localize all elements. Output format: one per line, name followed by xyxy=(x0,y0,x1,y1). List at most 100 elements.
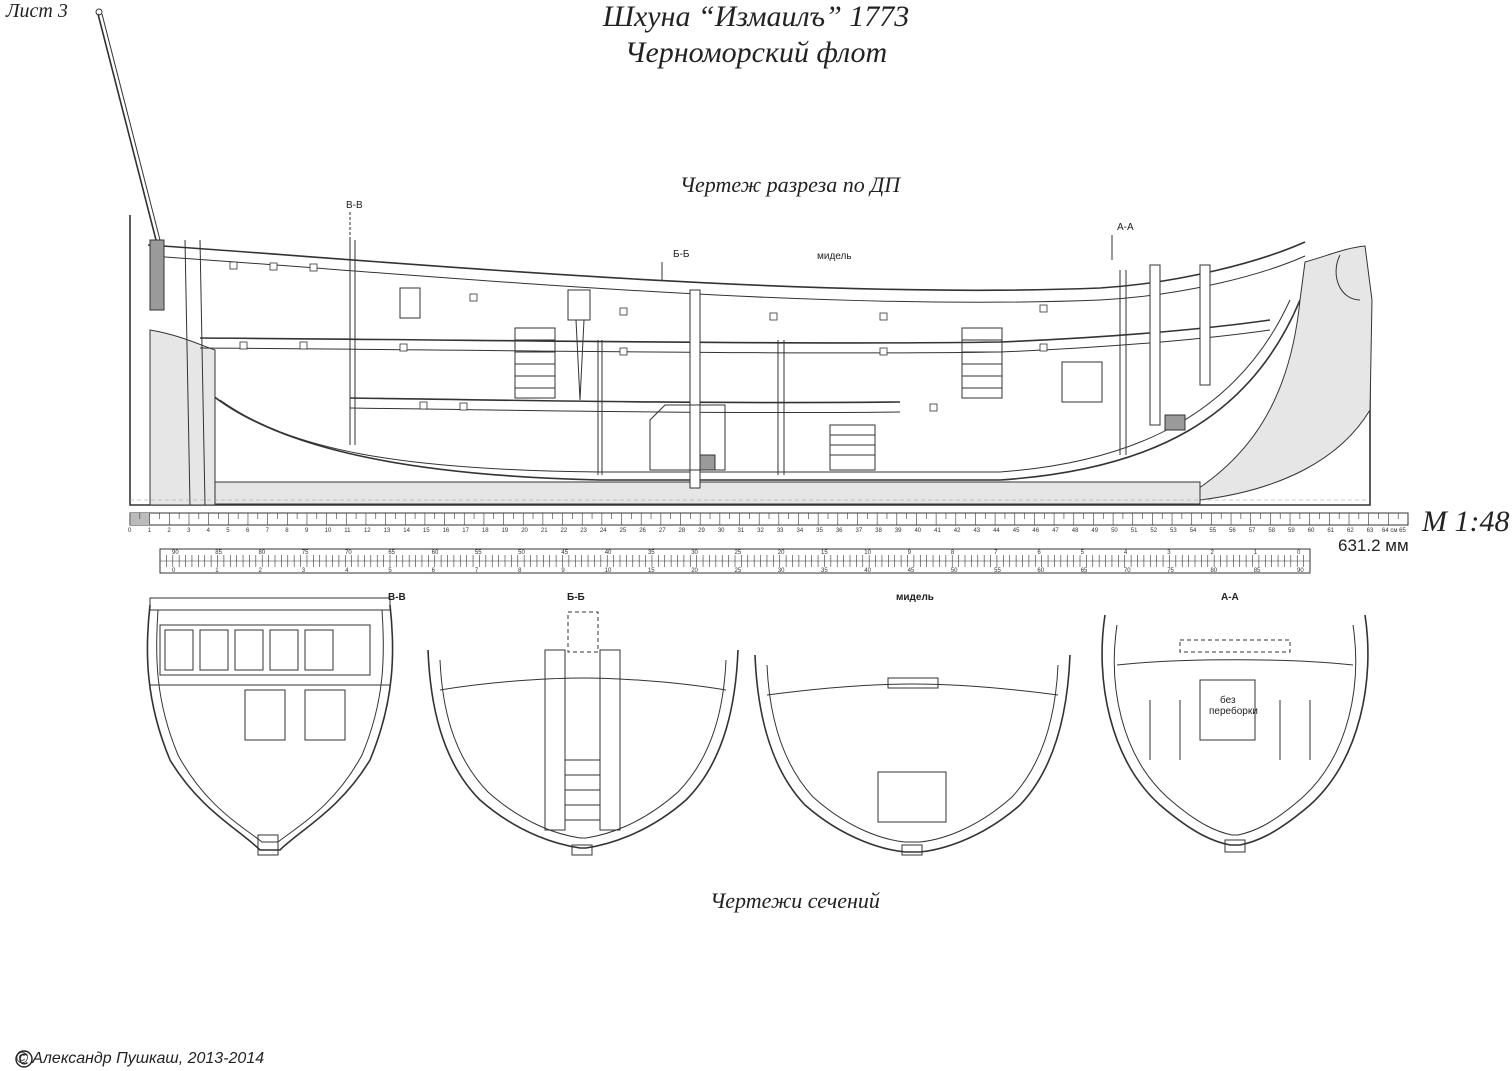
scale-tick-label: 52 xyxy=(1150,528,1157,534)
scale-tick-label: 59 xyxy=(1288,528,1295,534)
upper-scale-top-label: 10 xyxy=(864,550,871,556)
upper-scale-bottom-label: 1 xyxy=(215,568,219,574)
upper-scale-bottom-label: 65 xyxy=(1081,568,1088,574)
scale-tick-label: 63 xyxy=(1367,528,1374,534)
upper-scale-bottom-label: 35 xyxy=(821,568,828,574)
section-aa xyxy=(1101,614,1369,853)
scale-tick-label: 22 xyxy=(561,528,568,534)
sections-caption: Чертежи сечений xyxy=(710,888,880,913)
scale-tick-label: 61 xyxy=(1327,528,1334,534)
scale-tick-label: 57 xyxy=(1249,528,1256,534)
upper-scale-bottom-label: 70 xyxy=(1124,568,1131,574)
scale-tick-label: 60 xyxy=(1308,528,1315,534)
scale-tick-label: 50 xyxy=(1111,528,1118,534)
marker-bb: Б-Б xyxy=(673,249,690,260)
scale-tick-label: 31 xyxy=(738,528,745,534)
upper-scale-bottom-label: 2 xyxy=(259,568,263,574)
scale-tick-label: 6 xyxy=(246,528,250,534)
upper-scale-bottom-label: 6 xyxy=(432,568,436,574)
scale-tick-label: 39 xyxy=(895,528,902,534)
scale-tick-label: 53 xyxy=(1170,528,1177,534)
scale-tick-label: 55 xyxy=(1209,528,1216,534)
upper-scale-top-label: 25 xyxy=(735,550,742,556)
scale-tick-label: 26 xyxy=(639,528,646,534)
upper-scale-top-label: 30 xyxy=(691,550,698,556)
scale-tick-label: 7 xyxy=(266,528,270,534)
upper-scale-top-label: 3 xyxy=(1167,550,1171,556)
scale-label: М 1:48 xyxy=(1422,505,1510,538)
profile-caption: Чертеж разреза по ДП xyxy=(679,172,901,197)
upper-scale-bottom-label: 60 xyxy=(1037,568,1044,574)
scale-tick-label: 28 xyxy=(679,528,686,534)
upper-scale-bottom-label: 8 xyxy=(518,568,522,574)
scale-tick-label: 5 xyxy=(226,528,230,534)
upper-scale-bottom-label: 55 xyxy=(994,568,1001,574)
upper-scale-top-label: 35 xyxy=(648,550,655,556)
scale-tick-label: 8 xyxy=(285,528,289,534)
scale-tick-label: 49 xyxy=(1091,528,1098,534)
marker-vv: В-В xyxy=(346,200,363,211)
upper-scale-top-label: 20 xyxy=(778,550,785,556)
upper-scale-top-label: 85 xyxy=(215,550,222,556)
upper-scale-top-label: 15 xyxy=(821,550,828,556)
section-title-aa: А-А xyxy=(1221,592,1239,603)
scale-tick-label: 21 xyxy=(541,528,548,534)
upper-scale-bottom-label: 0 xyxy=(172,568,176,574)
scale-tick-label: 24 xyxy=(600,528,607,534)
scale-length: 631.2 мм xyxy=(1338,536,1409,555)
note-no-bulkhead-1: без xyxy=(1220,695,1236,706)
upper-scale-bottom-label: 90 xyxy=(1297,568,1304,574)
upper-scale-bottom-label: 7 xyxy=(475,568,479,574)
section-title-vv: В-В xyxy=(388,592,406,603)
scale-tick-label: 30 xyxy=(718,528,725,534)
upper-scale-top-label: 50 xyxy=(518,550,525,556)
section-title-bb: Б-Б xyxy=(567,592,585,603)
scale-tick-label: 17 xyxy=(462,528,469,534)
scale-tick-label: 0 xyxy=(128,528,132,534)
copyright-icon xyxy=(15,1050,33,1068)
scale-tick-label: 33 xyxy=(777,528,784,534)
scale-tick-label: 3 xyxy=(187,528,191,534)
upper-scale-bottom-label: 5 xyxy=(388,568,392,574)
upper-scale-top-label: 40 xyxy=(605,550,612,556)
scale-tick-label: 19 xyxy=(502,528,509,534)
upper-scale-top-label: 8 xyxy=(951,550,955,556)
upper-scale-top-label: 7 xyxy=(994,550,998,556)
upper-scale-top-label: 90 xyxy=(172,550,179,556)
upper-scale-top-label: 4 xyxy=(1124,550,1128,556)
upper-scale-bottom-label: 20 xyxy=(691,568,698,574)
upper-scale-bottom-label: 45 xyxy=(908,568,915,574)
upper-scale-bottom-label: 10 xyxy=(605,568,612,574)
scale-tick-label: 43 xyxy=(973,528,980,534)
upper-scale-bottom-label: 4 xyxy=(345,568,349,574)
upper-scale-top-label: 2 xyxy=(1210,550,1214,556)
upper-scale-top-label: 80 xyxy=(259,550,266,556)
scale-tick-label: 25 xyxy=(620,528,627,534)
scale-tick-label: 2 xyxy=(167,528,171,534)
scale-tick-label: 35 xyxy=(816,528,823,534)
upper-scale-bottom-label: 15 xyxy=(648,568,655,574)
scale-tick-label: 20 xyxy=(521,528,528,534)
note-no-bulkhead-2: переборки xyxy=(1209,706,1258,717)
scale-tick-label: 16 xyxy=(443,528,450,534)
upper-scale-bottom-label: 50 xyxy=(951,568,958,574)
scale-tick-label: 58 xyxy=(1268,528,1275,534)
upper-scale-top-label: 60 xyxy=(432,550,439,556)
scale-tick-label: 32 xyxy=(757,528,764,534)
scale-tick-label: 48 xyxy=(1072,528,1079,534)
upper-scale-top-label: 9 xyxy=(908,550,912,556)
upper-scale-bottom-label: 9 xyxy=(561,568,565,574)
scale-tick-label: 34 xyxy=(796,528,803,534)
marker-midship: мидель xyxy=(817,251,852,262)
upper-scale-top-label: 75 xyxy=(302,550,309,556)
upper-scale-bottom-label: 3 xyxy=(302,568,306,574)
upper-scale-top-label: 0 xyxy=(1297,550,1301,556)
upper-scale-top-label: 6 xyxy=(1037,550,1041,556)
scale-tick-label: 18 xyxy=(482,528,489,534)
scale-tick-label: 56 xyxy=(1229,528,1236,534)
sheet-label: Лист 3 xyxy=(6,0,68,22)
scale-tick-label: 44 xyxy=(993,528,1000,534)
upper-scale-bottom-label: 85 xyxy=(1254,568,1261,574)
scale-tick-label: 14 xyxy=(403,528,410,534)
